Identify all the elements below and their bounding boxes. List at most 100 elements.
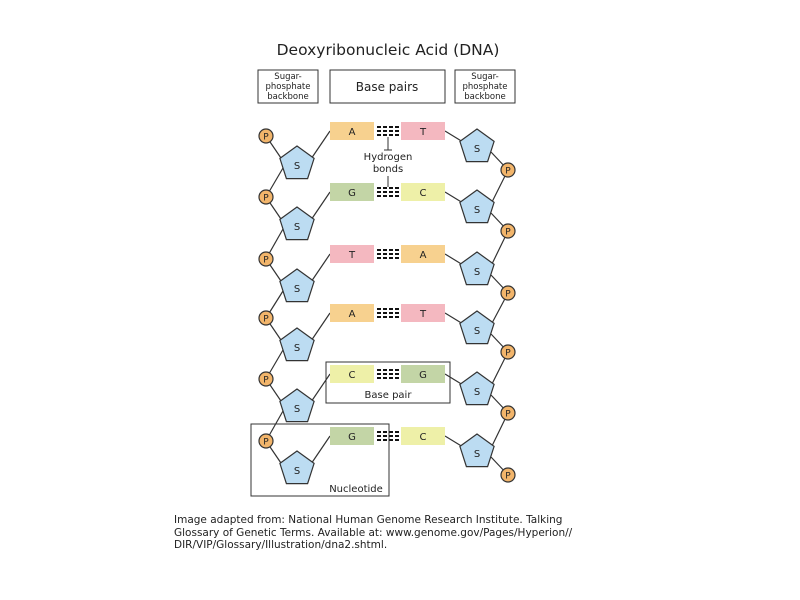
sugar-pentagon (279, 450, 315, 485)
phosphate-circle (258, 433, 274, 449)
sugar-pentagon (459, 371, 495, 406)
nucleotide-highlight-box (250, 423, 390, 497)
base-left (330, 183, 374, 201)
sugar-symbol: S (474, 267, 480, 278)
phosphates: P P P P P P P P P P P P (258, 128, 516, 483)
hydrogen-bonds-label-line-2: bonds (373, 164, 403, 175)
phosphate-symbol: P (505, 167, 511, 177)
phosphate-symbol: P (263, 315, 269, 325)
sugar-symbol: S (294, 404, 300, 415)
right-backbone-header-line-1: Sugar- (471, 72, 498, 82)
sugar-symbol: S (294, 343, 300, 354)
caption-line-3: DIR/VIP/Glossary/Illustration/dna2.shtml… (174, 539, 388, 551)
phosphate-symbol: P (505, 228, 511, 238)
caption-line-1: Image adapted from: National Human Genom… (174, 514, 563, 526)
phosphate-symbol: P (263, 133, 269, 143)
left-sugar-to-base-link (310, 373, 331, 403)
sugar-symbol: S (294, 161, 300, 172)
phosphate-right-5: P (500, 405, 516, 421)
phosphate-symbol: P (263, 438, 269, 448)
phosphate-symbol: P (505, 472, 511, 482)
base-left (330, 245, 374, 263)
left-sugar-to-base-link (310, 130, 331, 160)
phosphate-circle (500, 162, 516, 178)
phosphate-circle (500, 405, 516, 421)
sugar-right-5: S (459, 371, 495, 406)
base-right-letter: C (420, 432, 427, 443)
right-base-to-sugar-link (444, 130, 464, 143)
sugar-left-1: S (279, 145, 315, 180)
left-sugar-to-base-link (310, 435, 331, 465)
base-pairs-header-box (329, 69, 446, 104)
sugar-left-6: S (279, 450, 315, 485)
phosphate-symbol: P (263, 256, 269, 266)
sugar-symbol: S (474, 449, 480, 460)
base-left (330, 304, 374, 322)
base-right (401, 245, 445, 263)
sugar-right-6: S (459, 433, 495, 468)
base-left-letter: G (348, 432, 356, 443)
phosphate-left-3: P (258, 251, 274, 267)
phosphate-symbol: P (263, 376, 269, 386)
base-left (330, 427, 374, 445)
phosphate-circle (258, 251, 274, 267)
sugar-right-3: S (459, 251, 495, 286)
base-right-letter: T (419, 309, 427, 320)
sugar-left-3: S (279, 268, 315, 303)
sugar-symbol: S (294, 222, 300, 233)
phosphate-circle (500, 223, 516, 239)
right-backbone-header-box (454, 69, 516, 104)
sugar-left-4: S (279, 327, 315, 362)
phosphate-left-5: P (258, 371, 274, 387)
phosphate-left-6: P (258, 433, 274, 449)
sugar-pentagon (459, 433, 495, 468)
sugar-right-1: S (459, 128, 495, 163)
base-pairs-header: Base pairs (356, 80, 419, 94)
base-right-letter: T (419, 127, 427, 138)
base-left (330, 365, 374, 383)
base-left-letter: T (348, 250, 356, 261)
sugar-pentagon (459, 251, 495, 286)
phosphate-circle (258, 371, 274, 387)
sugars: S S S S S S S S S S S S (279, 128, 495, 485)
phosphate-circle (500, 467, 516, 483)
sugar-pentagon (279, 145, 315, 180)
left-sugar-to-base-link (310, 312, 331, 342)
sugar-left-2: S (279, 206, 315, 241)
sugar-pentagon (459, 189, 495, 224)
hydrogen-bonds-label-line-1: Hydrogen (364, 152, 413, 163)
sugar-symbol: S (474, 205, 480, 216)
left-backbone-header-line-2: phosphate (266, 82, 311, 92)
base-right (401, 304, 445, 322)
sugar-symbol: S (474, 326, 480, 337)
base-pair-label: Base pair (365, 390, 413, 401)
sugar-symbol: S (294, 466, 300, 477)
base-right-letter: G (419, 370, 427, 381)
caption-line-2: Glossary of Genetic Terms. Available at:… (174, 526, 573, 539)
phosphate-symbol: P (505, 349, 511, 359)
phosphate-symbol: P (263, 194, 269, 204)
base-right (401, 183, 445, 201)
phosphate-circle (258, 189, 274, 205)
phosphate-circle (258, 310, 274, 326)
left-backbone-header-box (257, 69, 319, 104)
phosphate-left-2: P (258, 189, 274, 205)
sugar-right-2: S (459, 189, 495, 224)
phosphate-circle (258, 128, 274, 144)
phosphate-left-4: P (258, 310, 274, 326)
phosphate-right-2: P (500, 223, 516, 239)
base-left-letter: G (348, 188, 356, 199)
phosphate-right-3: P (500, 285, 516, 301)
base-pair-highlight-box (325, 361, 451, 404)
phosphate-right-1: P (500, 162, 516, 178)
base-left-letter: A (349, 309, 356, 320)
sugar-pentagon (459, 310, 495, 345)
sugar-right-4: S (459, 310, 495, 345)
right-base-to-sugar-link (444, 312, 464, 325)
